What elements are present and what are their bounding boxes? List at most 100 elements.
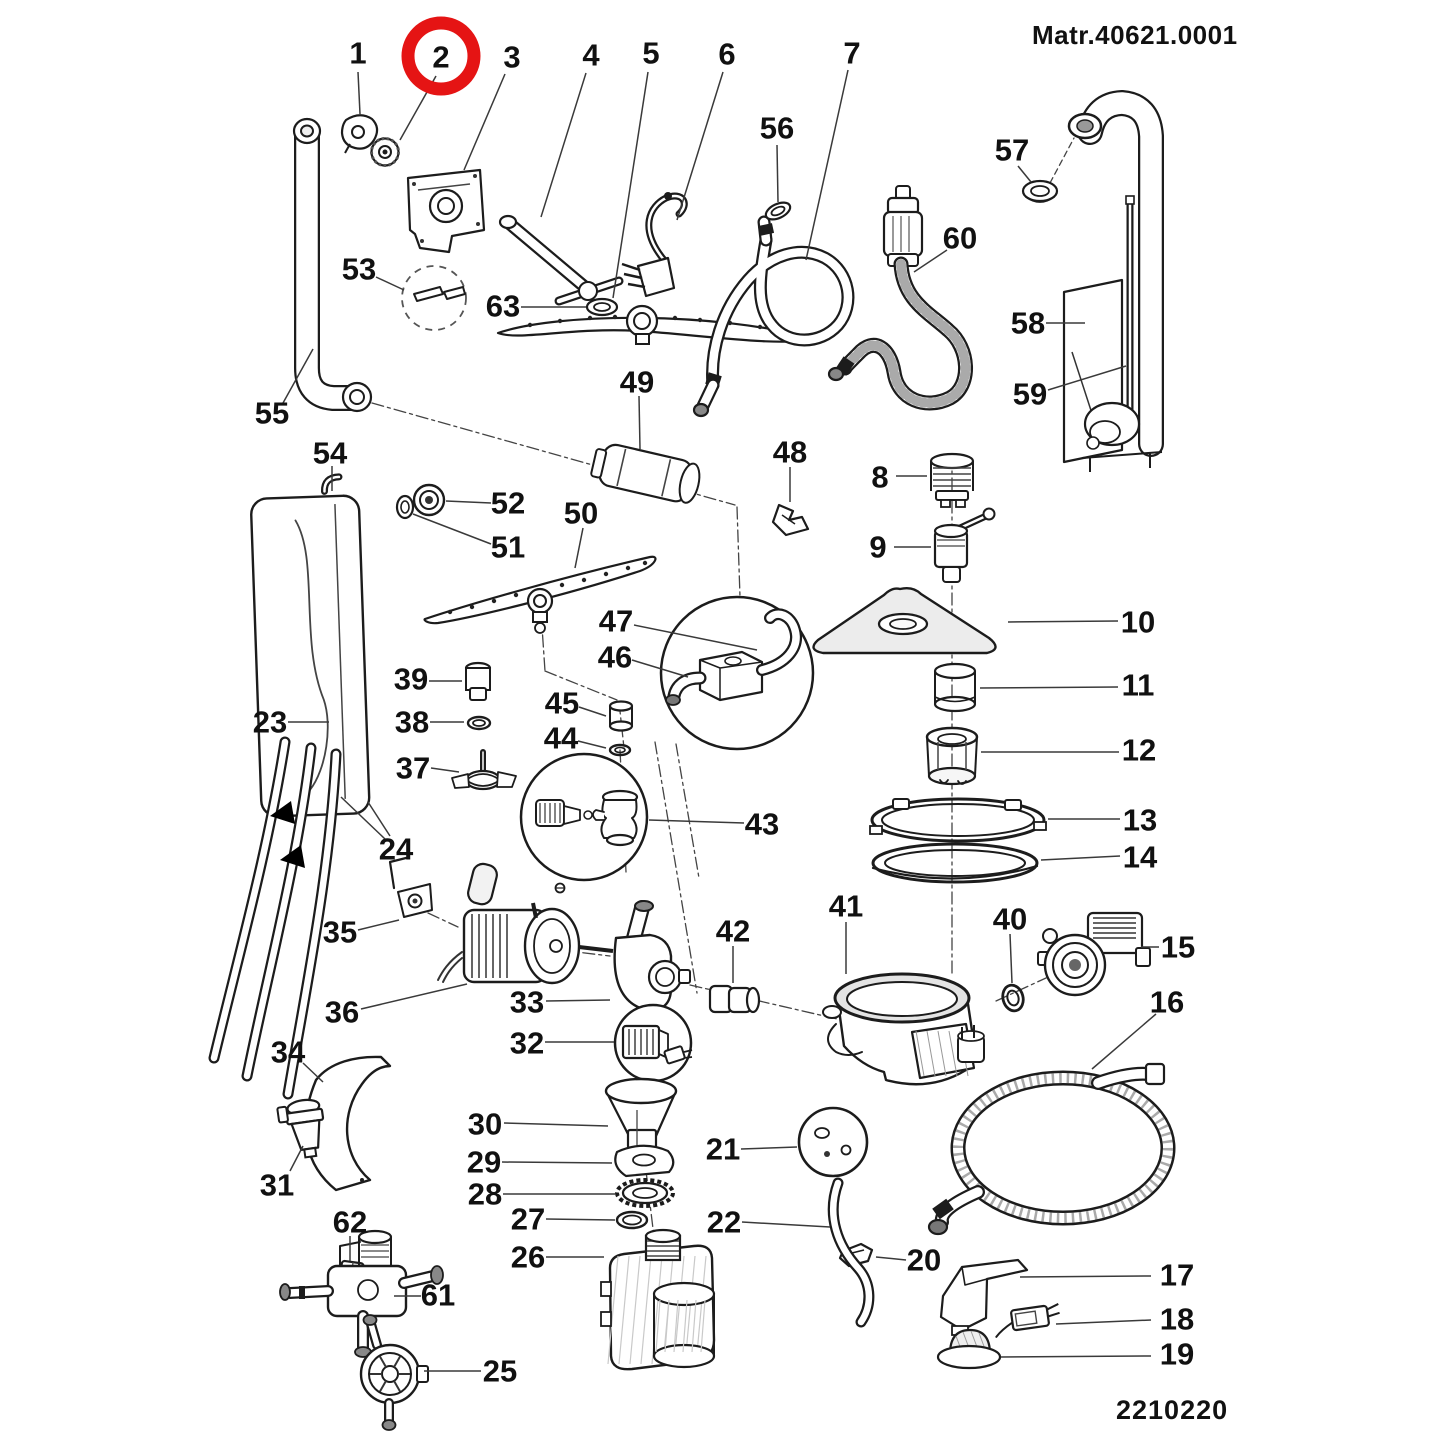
- part-label-5: 5: [642, 36, 659, 71]
- part-53-drawing: [401, 265, 467, 331]
- shape: [633, 312, 651, 330]
- shape: [652, 1343, 716, 1369]
- leader-line-34: [302, 1062, 324, 1083]
- shape: [664, 192, 672, 200]
- part-27-drawing: [615, 1210, 649, 1230]
- shape: [1006, 989, 1020, 1007]
- part-label-37: 37: [396, 751, 430, 786]
- shape: [953, 1073, 1173, 1223]
- shape: [473, 174, 477, 178]
- shape: [505, 219, 591, 293]
- shape: [600, 1281, 612, 1297]
- assembly-axis-lines: [371, 137, 1075, 1238]
- shape: [381, 1365, 399, 1383]
- shape: [1042, 928, 1058, 944]
- shape: [827, 366, 845, 382]
- part-16-drawing: [927, 1062, 1176, 1236]
- leader-line-10: [1007, 620, 1119, 623]
- part-label-38: 38: [395, 705, 429, 740]
- leader-line-47: [633, 624, 758, 651]
- shape: [871, 864, 1039, 880]
- shape: [882, 210, 924, 258]
- shape: [884, 849, 1026, 877]
- shape: [1025, 196, 1055, 203]
- part-3-drawing: [406, 168, 486, 254]
- part-label-43: 43: [745, 807, 779, 842]
- part-label-39: 39: [394, 662, 428, 697]
- part-12-drawing: [925, 726, 979, 786]
- shape: [349, 389, 365, 405]
- shape: [669, 673, 705, 701]
- shape: [605, 833, 635, 847]
- part-label-33: 33: [510, 985, 544, 1020]
- shape: [629, 1255, 641, 1365]
- leader-line-43: [648, 819, 745, 824]
- leader-line-55: [282, 348, 314, 404]
- shape: [1081, 451, 1163, 459]
- shape: [697, 317, 703, 323]
- shape: [417, 183, 471, 191]
- leader-line-51: [412, 513, 492, 545]
- shape: [466, 715, 492, 731]
- shape: [871, 842, 1039, 884]
- part-label-26: 26: [511, 1240, 545, 1275]
- shape: [430, 1265, 444, 1285]
- shape: [934, 696, 976, 703]
- shape: [451, 773, 470, 789]
- leader-line-49: [638, 395, 641, 450]
- part-23-24-hoses: [208, 736, 342, 1100]
- shape: [1046, 1303, 1059, 1311]
- shape: [557, 318, 563, 324]
- shape: [469, 687, 487, 701]
- shape: [692, 402, 710, 418]
- shape: [678, 969, 691, 984]
- part-37-drawing: [451, 749, 517, 791]
- part-44-drawing: [608, 743, 632, 757]
- part-label-42: 42: [716, 914, 750, 949]
- shape: [621, 262, 641, 272]
- leader-line-36: [360, 983, 468, 1010]
- part-label-7: 7: [843, 36, 860, 71]
- part-38-drawing: [466, 715, 492, 731]
- leader-line-6: [676, 71, 724, 221]
- leader-line-22: [741, 1221, 831, 1228]
- axis-line: [544, 670, 618, 701]
- shape: [590, 448, 608, 479]
- shape: [296, 122, 363, 409]
- part-48-drawing: [771, 503, 810, 537]
- part-label-62: 62: [333, 1205, 367, 1240]
- shape: [936, 1344, 1002, 1370]
- part-41-drawing: [822, 972, 985, 1086]
- shape: [420, 239, 424, 243]
- shape: [940, 499, 951, 508]
- shape: [926, 1030, 936, 1077]
- shape: [578, 281, 598, 301]
- shape: [678, 462, 701, 504]
- shape: [683, 1049, 693, 1053]
- leader-line-31: [289, 1145, 304, 1172]
- shape: [412, 898, 418, 904]
- shape: [869, 825, 883, 835]
- part-label-31: 31: [260, 1168, 294, 1203]
- part-label-55: 55: [255, 396, 289, 431]
- part-15-drawing: [1037, 911, 1151, 997]
- flow-arrow: [280, 845, 305, 868]
- shape: [286, 1287, 332, 1297]
- part-52-drawing: [412, 483, 446, 517]
- axis-line: [1049, 137, 1075, 184]
- shape: [932, 1198, 954, 1220]
- part-1-drawing: [340, 114, 379, 154]
- shape: [1086, 436, 1100, 450]
- part-22-drawing: [827, 1177, 875, 1328]
- shape: [344, 143, 351, 154]
- shape: [527, 322, 533, 328]
- part-label-48: 48: [773, 435, 807, 470]
- shape: [892, 798, 910, 810]
- shape: [437, 197, 455, 215]
- shape: [655, 967, 675, 987]
- leader-line-53: [375, 276, 405, 291]
- leader-line-14: [1040, 855, 1121, 861]
- leader-lines: [282, 69, 1159, 1372]
- part-56-drawing: [764, 201, 792, 221]
- leader-line-52: [445, 500, 492, 504]
